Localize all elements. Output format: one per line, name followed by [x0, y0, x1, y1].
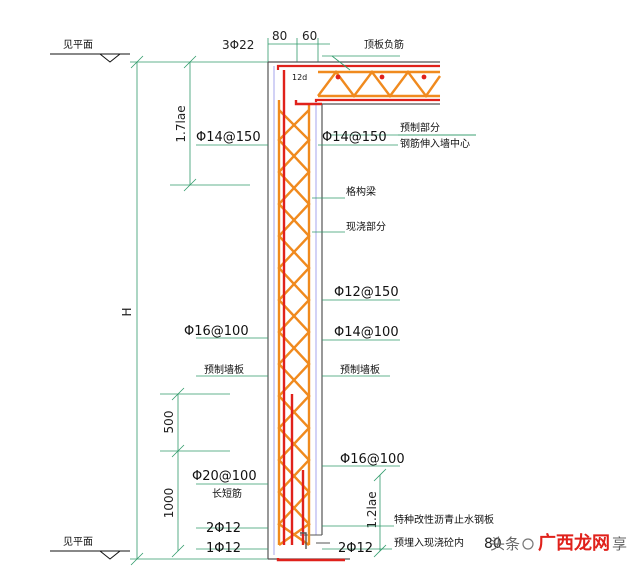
lae12-dim: 1.2lae: [365, 491, 379, 528]
height-h-dim: H: [120, 307, 134, 316]
watermark-brand: 广西龙网: [538, 532, 610, 554]
dimension-lines: [130, 55, 387, 566]
lattice-beam-label: 格构梁: [346, 185, 376, 198]
tie-rebar-label: Φ12@150: [334, 285, 399, 300]
long-short-bars-label: 长短筋: [212, 487, 242, 500]
right-mid-rebar-label: Φ14@100: [334, 325, 399, 340]
wall-rebar: [276, 70, 345, 562]
bottom-2phi12-left-label: 2Φ12: [206, 521, 241, 536]
rebar-into-wall-label: 钢筋伸入墙中心: [400, 137, 470, 150]
top-dims: 3Φ22 80 60 12d: [222, 29, 330, 82]
waterstop-plate: [300, 532, 330, 549]
bottom-1phi12-label: 1Φ12: [206, 541, 241, 556]
leader-lines: [196, 55, 476, 550]
right-lower-rebar-label: Φ16@100: [340, 452, 405, 467]
gap-right-dim: 60: [302, 29, 317, 43]
watermark-prefix: 头条: [490, 535, 520, 553]
waterstop-label-1: 特种改性沥青止水钢板: [394, 513, 494, 526]
anchor-12d-dim: 12d: [292, 73, 307, 82]
left-lower-rebar-label: Φ20@100: [192, 469, 257, 484]
slab-rebar: [276, 64, 440, 102]
watermark-suffix: 享: [612, 535, 627, 553]
left-mid-rebar-label: Φ16@100: [184, 324, 249, 339]
bottom-2phi12-right-label: 2Φ12: [338, 541, 373, 556]
bottom-level-marker: 见平面: [50, 536, 270, 560]
left-upper-rebar-label: Φ14@150: [196, 130, 261, 145]
right-upper-rebar-label: Φ14@150: [322, 130, 387, 145]
right-precast-panel-label: 预制墙板: [340, 363, 380, 376]
bottom-level-label: 见平面: [63, 536, 93, 548]
top-rebar-dim: 3Φ22: [222, 38, 254, 52]
spacing-500-dim: 500: [162, 411, 176, 434]
slab-rebar-dots: [335, 74, 427, 80]
watermark: 头条 广西龙网 享: [490, 532, 627, 554]
precast-part-label: 预制部分: [400, 121, 440, 134]
left-precast-panel-label: 预制墙板: [204, 363, 244, 376]
waterstop-label-2: 预埋入现浇砼内: [394, 536, 464, 549]
lae17-dim: 1.7lae: [174, 105, 188, 142]
cast-in-place-label: 现浇部分: [346, 220, 386, 233]
gap-left-dim: 80: [272, 29, 287, 43]
watermark-at-icon: [522, 538, 534, 550]
spacing-1000-dim: 1000: [162, 488, 176, 519]
top-level-marker: 见平面: [50, 39, 270, 63]
wall-lattice: [277, 100, 311, 546]
top-level-label: 见平面: [63, 39, 93, 51]
slab-80-dim: 80: [484, 536, 502, 552]
top-slab-bars-label: 顶板负筋: [364, 38, 404, 51]
